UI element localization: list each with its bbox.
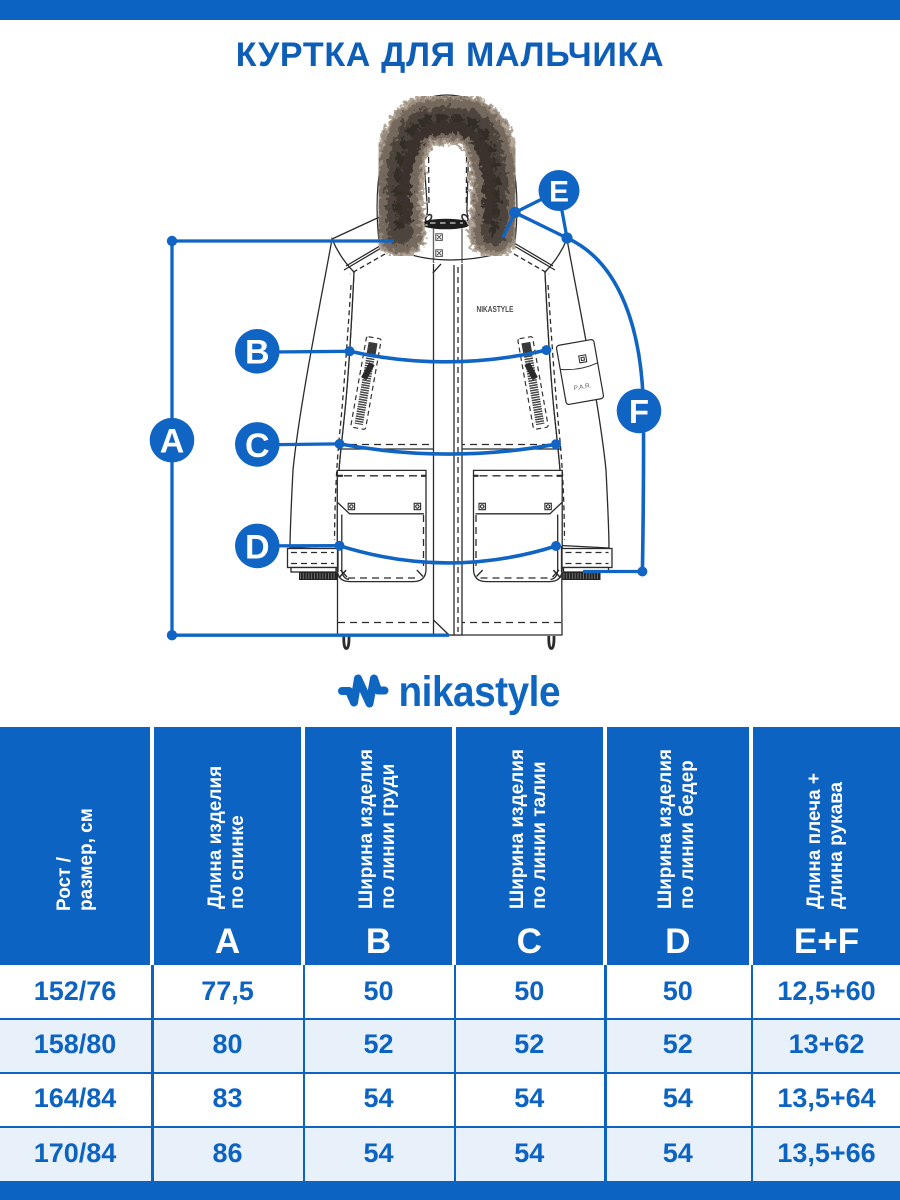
svg-text:P.A.R.: P.A.R. <box>573 382 592 392</box>
svg-text:A: A <box>160 423 185 461</box>
svg-text:C: C <box>245 427 270 465</box>
svg-text:B: B <box>245 334 270 372</box>
svg-text:D: D <box>245 528 270 566</box>
svg-text:E: E <box>549 176 569 209</box>
svg-text:F: F <box>629 393 649 430</box>
svg-text:NIKASTYLE: NIKASTYLE <box>477 304 514 314</box>
svg-text:nikastyle: nikastyle <box>399 667 561 715</box>
